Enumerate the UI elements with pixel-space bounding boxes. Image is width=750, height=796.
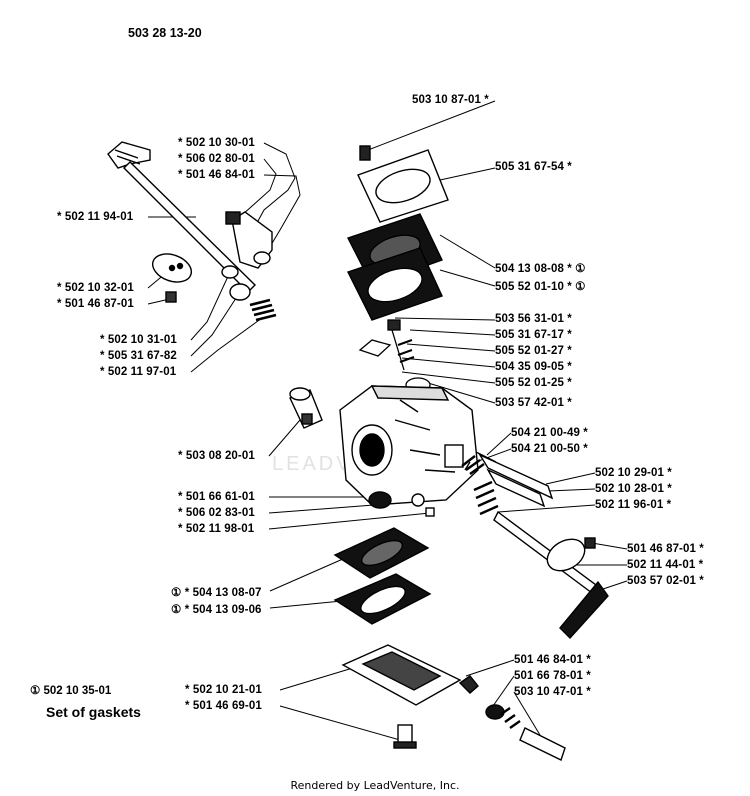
callout-505-52-01-25: 505 52 01-25 * <box>495 377 572 389</box>
callout-501-66-61-01: * 501 66 61-01 <box>178 491 255 503</box>
shaft-washer <box>221 265 239 279</box>
throttle-shaft-assembly <box>107 141 277 322</box>
metering-cover-group <box>341 644 566 761</box>
callout-501-66-78-01: 501 66 78-01 * <box>514 670 591 682</box>
callout-501-46-87-01-right: 501 46 87-01 * <box>627 543 704 555</box>
callout-502-11-98-01: * 502 11 98-01 <box>178 523 255 535</box>
gasket-kit-title: Set of gaskets <box>46 704 141 720</box>
adjusting-screws <box>461 451 609 640</box>
choke-valve <box>546 538 586 572</box>
return-spring <box>249 298 277 322</box>
footer-credit: Rendered by LeadVenture, Inc. <box>290 779 460 792</box>
callout-505-52-01-27: 505 52 01-27 * <box>495 345 572 357</box>
callout-501-46-84-01-left: * 501 46 84-01 <box>178 169 255 181</box>
metering-gaskets <box>333 527 432 625</box>
callout-501-46-84-01-right: 501 46 84-01 * <box>514 654 591 666</box>
adjust-screw-high <box>478 453 554 500</box>
callout-502-11-94-01: * 502 11 94-01 <box>57 211 134 223</box>
callout-502-10-21-01: * 502 10 21-01 <box>185 684 262 696</box>
callout-503-08-20-01: * 503 08 20-01 <box>178 450 255 462</box>
pump-cover-stack <box>347 145 449 321</box>
callout-502-11-97-01: * 502 11 97-01 <box>100 366 177 378</box>
callout-505-31-67-54: 505 31 67-54 * <box>495 161 572 173</box>
callout-502-10-31-01: * 502 10 31-01 <box>100 334 177 346</box>
idle-screw <box>519 727 566 761</box>
callout-504-21-00-49: 504 21 00-49 * <box>511 427 588 439</box>
callout-502-10-32-01: * 502 10 32-01 <box>57 282 134 294</box>
filter-screen <box>368 491 392 509</box>
callout-502-10-28-01: 502 10 28-01 * <box>595 483 672 495</box>
gasket-kit-number: ① 502 10 35-01 <box>30 685 112 697</box>
diagram-title: 503 28 13-20 <box>128 26 202 40</box>
callout-504-13-08-07: ① * 504 13 08-07 <box>171 587 262 599</box>
callout-502-11-44-01: 502 11 44-01 * <box>627 559 704 571</box>
callout-504-21-00-50: 504 21 00-50 * <box>511 443 588 455</box>
callout-501-46-87-01-left: * 501 46 87-01 <box>57 298 134 310</box>
callout-506-02-80-01: * 506 02 80-01 <box>178 153 255 165</box>
callout-504-13-09-06: ① * 504 13 09-06 <box>171 604 262 616</box>
callout-504-35-09-05: 504 35 09-05 * <box>495 361 572 373</box>
callout-502-10-29-01: 502 10 29-01 * <box>595 467 672 479</box>
callout-503-57-42-01: 503 57 42-01 * <box>495 397 572 409</box>
callout-503-10-47-01: 503 10 47-01 * <box>514 686 591 698</box>
callout-501-46-69-01: * 501 46 69-01 <box>185 700 262 712</box>
callout-506-02-83-01: * 506 02 83-01 <box>178 507 255 519</box>
bracket-screw <box>225 211 241 225</box>
callout-505-31-67-82: * 505 31 67-82 <box>100 350 177 362</box>
callout-503-56-31-01: 503 56 31-01 * <box>495 313 572 325</box>
adjust-screw-low <box>486 468 546 508</box>
callout-503-57-02-01: 503 57 02-01 * <box>627 575 704 587</box>
choke-lever <box>559 580 609 640</box>
callout-504-13-08-08: 504 13 08-08 * ① <box>495 263 586 275</box>
cover-screw <box>359 145 371 161</box>
disc-screw <box>165 291 177 303</box>
carburetor-body <box>289 385 479 517</box>
callout-502-10-30-01: * 502 10 30-01 <box>178 137 255 149</box>
callout-505-31-67-17: 505 31 67-17 * <box>495 329 572 341</box>
shaft-bushing <box>229 283 251 301</box>
leader-lines <box>147 100 628 741</box>
callout-502-11-96-01: 502 11 96-01 * <box>595 499 672 511</box>
needle-valve-group <box>358 319 431 393</box>
callout-505-52-01-10: 505 52 01-10 * ① <box>495 281 586 293</box>
washer <box>411 493 425 507</box>
callout-503-10-87-01: 503 10 87-01 * <box>412 94 489 106</box>
